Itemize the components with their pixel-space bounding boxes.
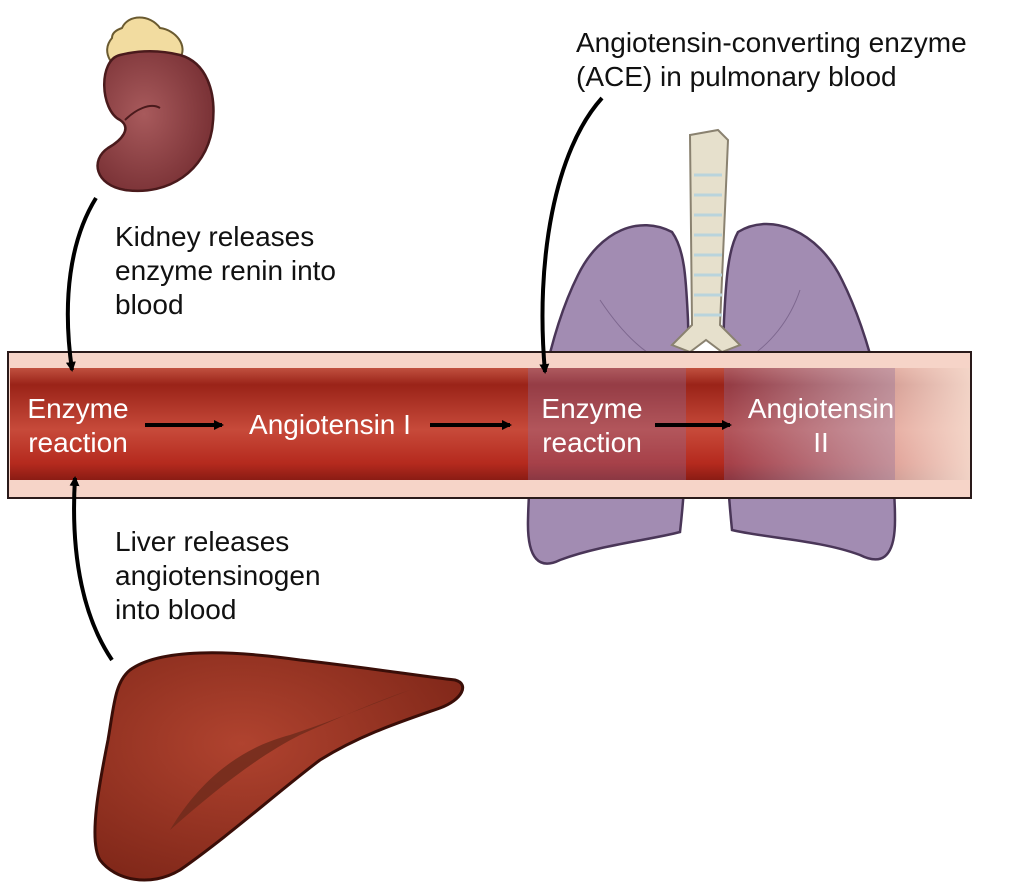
liver-illustration [93,651,465,882]
enzyme-reaction-label-1: Enzyme reaction [27,393,129,458]
kidney-to-vessel-arrow [65,196,98,372]
ace-to-vessel-arrow [539,96,604,374]
liver-to-vessel-arrow [69,476,114,662]
kidney-label: Kidney releases enzyme renin into blood [115,221,337,320]
ace-label: Angiotensin-converting enzyme (ACE) in p… [576,27,967,92]
kidney-illustration [96,16,215,193]
flow-arrows [65,96,732,662]
liver-label: Liver releases angiotensinogen into bloo… [115,526,321,625]
angiotensin-ii-label: Angiotensin II [747,393,895,458]
enzyme-reaction-label-2: Enzyme reaction [541,393,643,458]
angiotensin-i-label: Angiotensin I [249,409,411,440]
